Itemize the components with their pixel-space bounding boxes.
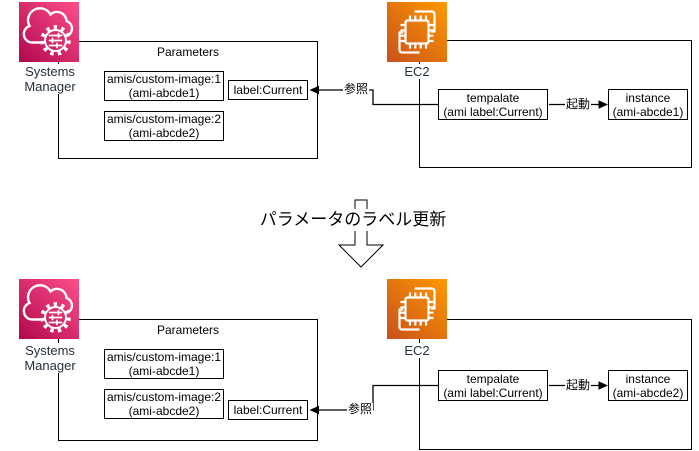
reference-arrowhead-top — [309, 85, 319, 95]
reference-edge-label-top: 参照 — [343, 82, 370, 96]
reference-arrowhead-bottom — [309, 405, 319, 415]
parameter-entry-1-top-ami: (ami-abcde1) — [128, 86, 200, 100]
ec2-container-bottom — [419, 319, 692, 450]
instance-box-bottom-ami: (ami-abcde2) — [612, 385, 684, 400]
parameters-container-bottom — [58, 319, 318, 441]
parameter-entry-1-bottom: amis/custom-image:1 (ami-abcde1) — [104, 349, 224, 379]
systems-manager-label-top: Systems Manager — [0, 64, 100, 94]
instance-box-bottom-name: instance — [625, 371, 671, 386]
template-box-top: tempalate (ami label:Current) — [438, 89, 548, 120]
ec2-container-top — [419, 40, 692, 168]
ec2-label-bottom: EC2 — [377, 343, 457, 358]
transition-down-arrow — [337, 199, 385, 268]
parameter-entry-1-bottom-name: amis/custom-image:1 — [106, 350, 222, 364]
parameter-entry-1-bottom-ami: (ami-abcde1) — [128, 364, 200, 378]
parameter-entry-2-bottom-ami: (ami-abcde2) — [128, 404, 200, 418]
label-current-badge-bottom: label:Current — [228, 400, 308, 420]
template-box-bottom-name: tempalate — [466, 371, 520, 386]
parameter-entry-2-top-ami: (ami-abcde2) — [128, 126, 200, 140]
parameter-entry-2-bottom-name: amis/custom-image:2 — [106, 390, 222, 404]
parameters-container-top — [58, 41, 318, 159]
transition-label: パラメータのラベル更新 — [252, 209, 454, 231]
ec2-icon — [387, 279, 447, 339]
reference-edge-bottom — [318, 384, 438, 411]
ec2-label-top: EC2 — [377, 64, 457, 79]
launch-edge-label-bottom: 起動 — [565, 378, 592, 392]
systems-manager-label-bottom: Systems Manager — [0, 343, 100, 373]
template-box-bottom: tempalate (ami label:Current) — [438, 370, 548, 401]
launch-arrowhead-bottom — [598, 381, 608, 390]
template-box-top-ami: (ami label:Current) — [443, 104, 543, 119]
reference-edge-label-bottom: 参照 — [347, 402, 374, 416]
instance-box-top-ami: (ami-abcde1) — [612, 104, 684, 119]
instance-box-bottom: instance (ami-abcde2) — [608, 370, 688, 401]
systems-manager-icon — [19, 2, 79, 62]
parameter-entry-2-top-name: amis/custom-image:2 — [106, 112, 222, 126]
label-current-badge-top: label:Current — [228, 80, 308, 100]
instance-box-top-name: instance — [625, 90, 671, 105]
parameters-title-top: Parameters — [156, 45, 220, 59]
parameters-title-bottom: Parameters — [156, 323, 220, 337]
template-box-top-name: tempalate — [466, 90, 520, 105]
launch-arrowhead-top — [598, 100, 608, 109]
launch-edge-label-top: 起動 — [565, 97, 592, 111]
parameter-entry-1-top-name: amis/custom-image:1 — [106, 72, 222, 86]
systems-manager-icon — [19, 279, 79, 339]
parameter-entry-2-bottom: amis/custom-image:2 (ami-abcde2) — [104, 389, 224, 419]
instance-box-top: instance (ami-abcde1) — [608, 89, 688, 120]
parameter-entry-1-top: amis/custom-image:1 (ami-abcde1) — [104, 71, 224, 101]
template-box-bottom-ami: (ami label:Current) — [443, 385, 543, 400]
ec2-icon — [387, 2, 447, 62]
parameter-entry-2-top: amis/custom-image:2 (ami-abcde2) — [104, 111, 224, 141]
